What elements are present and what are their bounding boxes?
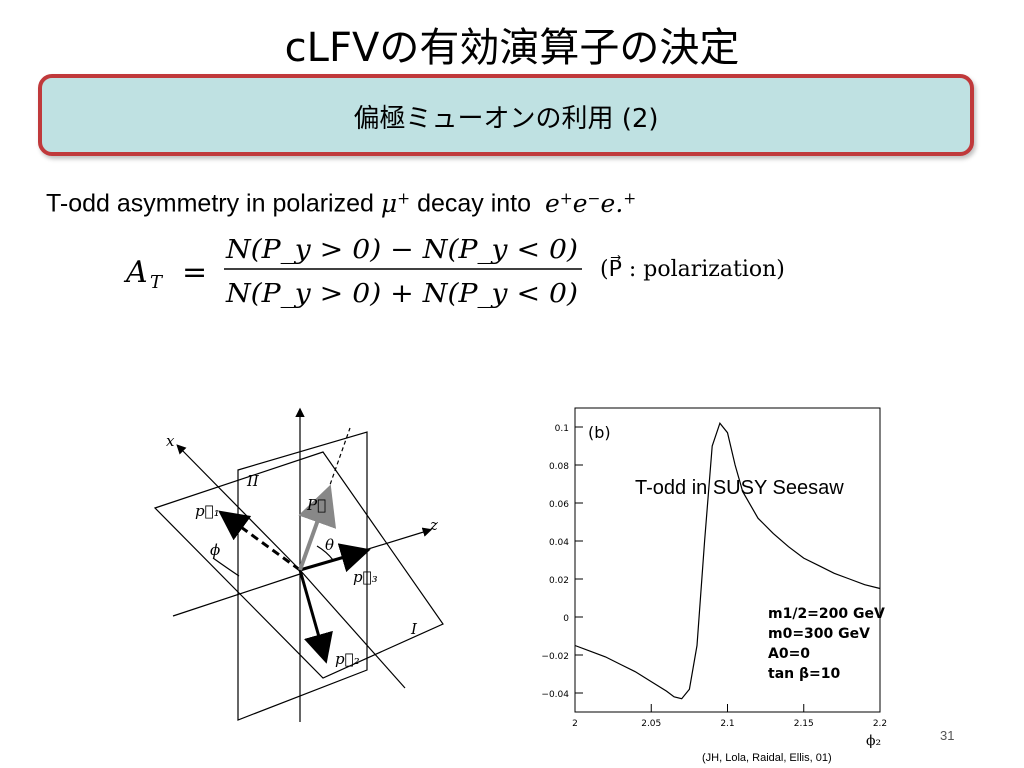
formula-lhs-sub: T <box>150 272 164 293</box>
x-tick-label: 2.05 <box>641 719 661 729</box>
p2-label: p⃗₂ <box>335 650 360 668</box>
polarization-vector <box>298 484 337 571</box>
slide-number: 31 <box>940 728 955 743</box>
citation: (JH, Lola, Raidal, Ellis, 01) <box>702 752 832 764</box>
x-tick-label: 2 <box>572 719 578 729</box>
x-tick-label: 2.15 <box>794 719 814 729</box>
formula-denominator: N(P_y > 0) + N(P_y < 0) <box>225 279 578 309</box>
intro-decay: decay into <box>417 189 538 218</box>
decay-plane-diagram: x z II I p⃗₁ p⃗₂ p⃗₃ P⃗ ϕ θ <box>153 407 444 722</box>
y-tick-label: 0 <box>563 614 569 624</box>
phi-arc <box>212 557 240 577</box>
formula-equals: = <box>182 255 207 290</box>
plot-frame <box>574 407 881 713</box>
asymmetry-formula: A T = N(P_y > 0) − N(P_y < 0) N(P_y > 0)… <box>123 235 785 309</box>
phi-label: ϕ <box>210 541 220 559</box>
slide-title: cLFVの有効演算子の決定 <box>284 25 740 71</box>
intro-prefix: T-odd asymmetry in polarized <box>46 189 381 218</box>
p1-label: p⃗₁ <box>195 502 220 520</box>
theta-label: θ <box>325 536 334 554</box>
p3-label: p⃗₃ <box>353 568 378 586</box>
p1-vector <box>218 510 301 572</box>
formula-lhs: A <box>123 255 148 290</box>
legend-line-1: m1/2=200 GeV <box>768 606 885 622</box>
theta-arc <box>316 545 334 561</box>
formula-numerator: N(P_y > 0) − N(P_y < 0) <box>225 235 578 265</box>
x-tick-label: 2.2 <box>873 719 887 729</box>
intro-line: T-odd asymmetry in polarized μ+ decay in… <box>46 182 636 220</box>
y-tick-label: 0.04 <box>549 538 569 548</box>
x-axis <box>176 444 301 571</box>
x-label: x <box>166 432 175 450</box>
formula-note: (P⃗ : polarization) <box>600 255 785 282</box>
plot-legend: m1/2=200 GeV m0=300 GeV A0=0 tan β=10 <box>768 606 885 682</box>
y-tick-label: 0.08 <box>549 462 569 472</box>
banner-text: 偏極ミューオンの利用 (2) <box>353 104 659 134</box>
y-tick-label: 0.02 <box>549 576 569 586</box>
x-tick-label: 2.1 <box>720 719 734 729</box>
plane-two <box>237 431 368 721</box>
x-ticks: 2 2.05 2.1 2.15 2.2 <box>572 704 887 729</box>
p2-vector <box>298 569 333 664</box>
legend-line-4: tan β=10 <box>768 666 840 682</box>
legend-line-3: A0=0 <box>768 646 810 662</box>
subtitle-banner: 偏極ミューオンの利用 (2) <box>38 74 974 156</box>
y-ticks: 0.1 0.08 0.06 0.04 0.02 0 −0.02 −0.04 <box>541 424 583 700</box>
plane-one <box>153 451 444 679</box>
polarization-label: P⃗ <box>306 496 326 514</box>
final-state: e+e−e.+ <box>544 188 637 218</box>
y-tick-label: 0.1 <box>555 424 569 434</box>
plot-annotation: T-odd in SUSY Seesaw <box>635 477 844 499</box>
y-tick-label: −0.04 <box>541 690 569 700</box>
muon-symbol: μ+ <box>380 188 411 218</box>
y-tick-label: 0.06 <box>549 500 569 510</box>
asymmetry-curve <box>574 421 881 700</box>
x-axis-label: ϕ₂ <box>866 733 881 749</box>
p3-vector <box>299 543 371 573</box>
y-tick-label: −0.02 <box>541 652 569 662</box>
plane-two-label: II <box>246 472 260 490</box>
panel-label: (b) <box>588 423 611 442</box>
plane-one-label: I <box>410 620 418 638</box>
legend-line-2: m0=300 GeV <box>768 626 870 642</box>
z-label: z <box>429 516 438 534</box>
